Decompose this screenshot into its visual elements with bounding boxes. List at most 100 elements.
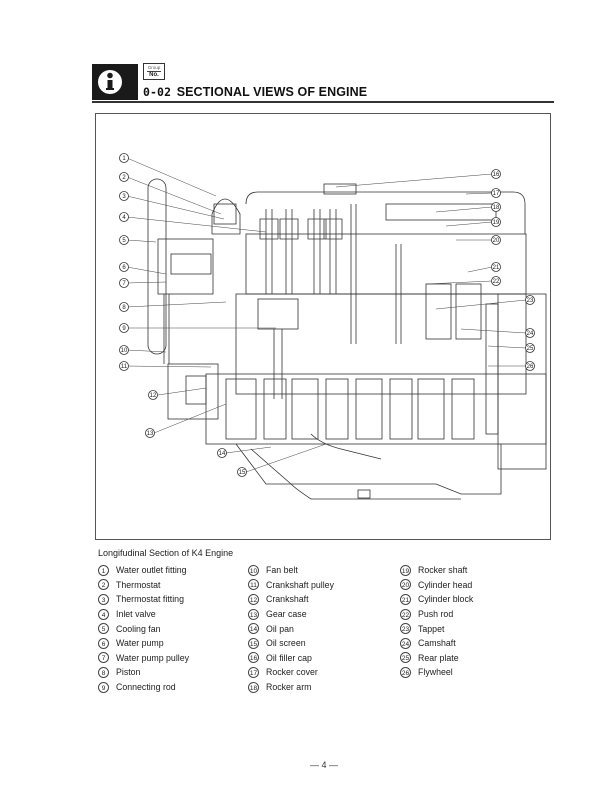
legend-number: 21 <box>400 593 411 605</box>
legend-number: 24 <box>400 637 411 649</box>
legend-label: Piston <box>116 667 141 678</box>
page-title: 0-02 SECTIONAL VIEWS OF ENGINE <box>143 85 367 99</box>
svg-text:17: 17 <box>493 191 500 197</box>
callout-8: 8 <box>119 302 129 312</box>
rocker-cover-shape <box>245 191 526 234</box>
callout-12: 12 <box>148 390 158 400</box>
legend-label: Cooling fan <box>116 623 161 634</box>
callout-9: 9 <box>119 323 129 333</box>
rocker-shaft-shape <box>385 203 497 221</box>
legend-label: Camshaft <box>418 638 456 649</box>
callout-15: 15 <box>237 467 247 477</box>
callout-13: 13 <box>145 428 155 438</box>
callout-22: 22 <box>491 276 501 286</box>
svg-text:1: 1 <box>122 156 126 162</box>
crankshaft-group <box>225 378 475 440</box>
legend-label: Push rod <box>418 609 454 620</box>
title-divider <box>92 101 554 103</box>
legend-item: 22 Push rod <box>400 607 473 622</box>
svg-text:14: 14 <box>219 451 226 457</box>
pushrods-group <box>350 204 482 344</box>
svg-text:8: 8 <box>122 305 126 311</box>
legend-number: 18 <box>248 681 259 693</box>
cooling-fan-shape <box>147 178 167 355</box>
svg-text:16: 16 <box>493 172 500 178</box>
legend-item: 16 Oil filler cap <box>248 651 334 666</box>
group-label: Group <box>147 65 161 70</box>
svg-text:6: 6 <box>122 265 126 271</box>
svg-text:24: 24 <box>527 331 534 337</box>
legend-label: Fan belt <box>266 565 298 576</box>
legend-label: Oil pan <box>266 623 294 634</box>
section-number: 0-02 <box>143 85 172 99</box>
legend-label: Rear plate <box>418 652 459 663</box>
callout-leaders <box>126 157 527 473</box>
legend-label: Flywheel <box>418 667 453 678</box>
svg-text:26: 26 <box>527 364 534 370</box>
gear-case-shape <box>167 363 219 420</box>
legend-number: 12 <box>248 593 259 605</box>
svg-text:11: 11 <box>121 364 128 370</box>
svg-text:5: 5 <box>122 238 126 244</box>
callout-23: 23 <box>525 295 535 305</box>
legend-label: Oil filler cap <box>266 652 312 663</box>
engine-diagram: 1 2 3 4 5 6 7 8 9 10 11 12 13 14 15 16 1… <box>119 153 547 500</box>
crankcase-shape <box>205 373 547 445</box>
callout-17: 17 <box>491 188 501 198</box>
legend-label: Water outlet fitting <box>116 565 187 576</box>
svg-text:13: 13 <box>147 431 154 437</box>
svg-text:4: 4 <box>122 215 126 221</box>
legend-number: 25 <box>400 652 411 664</box>
drain-plug-shape <box>357 489 371 499</box>
callout-18: 18 <box>491 202 501 212</box>
callout-7: 7 <box>119 278 129 288</box>
callout-2: 2 <box>119 172 129 182</box>
legend-number: 4 <box>98 608 109 620</box>
legend-label: Tappet <box>418 623 445 634</box>
legend-label: Rocker shaft <box>418 565 468 576</box>
crank-pulley-shape <box>185 375 207 405</box>
water-pump-shape <box>157 238 214 295</box>
legend-label: Cylinder head <box>418 579 473 590</box>
piston-shape <box>257 298 299 330</box>
svg-text:3: 3 <box>122 194 126 200</box>
flywheel-shape <box>497 293 547 470</box>
svg-text:10: 10 <box>121 348 128 354</box>
page-number: — 4 — <box>310 760 339 770</box>
cylinder-head-shape <box>245 233 527 295</box>
thermostat-housing <box>211 198 241 235</box>
legend-number: 22 <box>400 608 411 620</box>
legend-label: Thermostat fitting <box>116 594 184 605</box>
legend-label: Crankshaft <box>266 594 309 605</box>
pump-shaft-shape <box>170 253 212 275</box>
legend-item: 25 Rear plate <box>400 651 473 666</box>
legend-number: 20 <box>400 579 411 591</box>
callout-4: 4 <box>119 212 129 222</box>
oil-screen-pipe <box>310 433 382 460</box>
group-no-label: No. <box>147 71 161 78</box>
figure-caption: Longifudinal Section of K4 Engine <box>98 548 234 558</box>
legend-number: 16 <box>248 652 259 664</box>
callout-21: 21 <box>491 262 501 272</box>
legend-number: 8 <box>98 666 109 678</box>
svg-text:19: 19 <box>493 220 500 226</box>
callout-6: 6 <box>119 262 129 272</box>
callout-25: 25 <box>525 343 535 353</box>
callout-1: 1 <box>119 153 129 163</box>
legend-item: 20 Cylinder head <box>400 578 473 593</box>
